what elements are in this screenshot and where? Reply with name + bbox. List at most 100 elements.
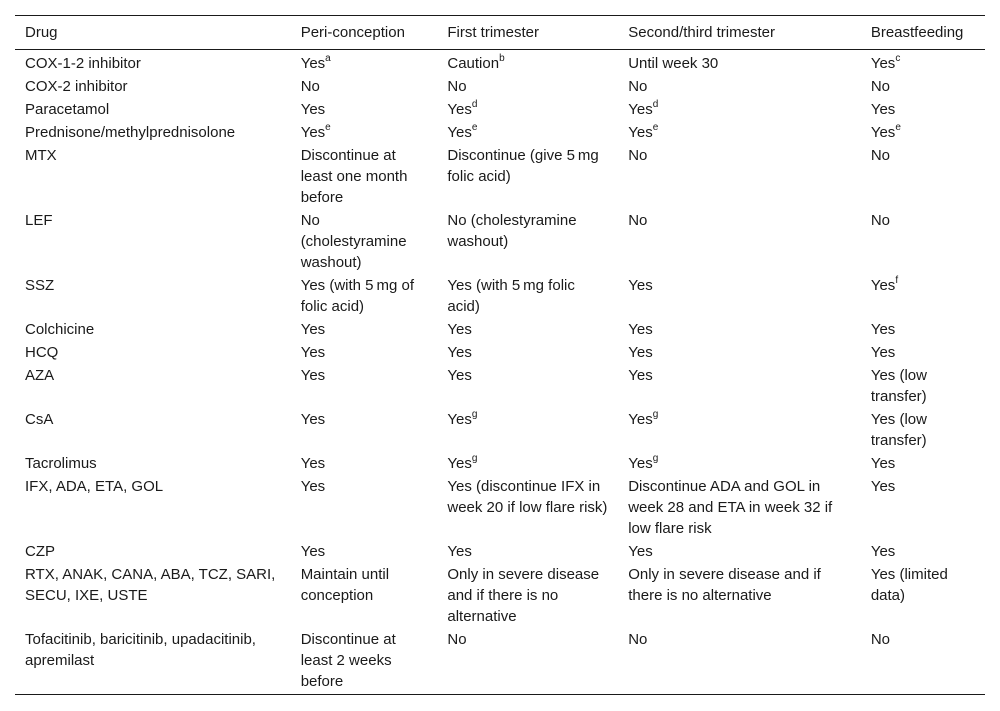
cell-text: MTX: [25, 147, 57, 164]
footnote-marker: a: [325, 53, 331, 64]
cell-text: Maintain until conception: [300, 566, 390, 604]
drug-cell: CsA: [15, 408, 291, 452]
breastfeeding-cell: No: [861, 75, 985, 98]
footnote-marker: e: [895, 122, 901, 133]
drug-cell: LEF: [15, 209, 291, 274]
cell-text: RTX, ANAK, CANA, ABA, TCZ, SARI, SECU, I…: [25, 566, 276, 604]
breastfeeding-cell: Yes (limited data): [861, 563, 985, 628]
drug-cell: Colchicine: [15, 318, 291, 341]
cell-text: No: [628, 631, 648, 648]
cell-text: IFX, ADA, ETA, GOL: [25, 478, 164, 495]
first-trimester-cell: Only in severe disease and if there is n…: [437, 563, 618, 628]
cell-text: Yes: [447, 344, 472, 361]
first-trimester-cell: Yesg: [437, 452, 618, 475]
footnote-marker: e: [652, 122, 659, 133]
cell-text: Yes: [628, 277, 653, 294]
cell-text: No: [447, 631, 467, 648]
peri-conception-cell: No (cholestyramine washout): [291, 209, 438, 274]
cell-text: No: [628, 212, 648, 229]
breastfeeding-cell: No: [861, 628, 985, 695]
second-third-trimester-cell: Until week 30: [618, 50, 861, 76]
cell-text: CZP: [25, 543, 55, 560]
cell-text: Caution: [447, 55, 500, 72]
breastfeeding-cell: Yesf: [861, 274, 985, 318]
second-third-trimester-cell: Yesg: [618, 452, 861, 475]
cell-text: No: [628, 78, 648, 95]
cell-text: Yes: [870, 344, 896, 361]
table-header: Drug Peri-conception First trimester Sec…: [15, 15, 985, 50]
cell-text: Yes: [447, 543, 472, 560]
peri-conception-cell: Yese: [291, 121, 438, 144]
second-third-trimester-cell: No: [618, 209, 861, 274]
peri-conception-cell: Maintain until conception: [291, 563, 438, 628]
cell-text: Yes: [447, 411, 472, 428]
cell-text: Only in severe disease and if there is n…: [628, 566, 821, 604]
drug-cell: MTX: [15, 144, 291, 209]
drug-cell: Prednisone/methylprednisolone: [15, 121, 291, 144]
cell-text: Yes (low transfer): [870, 367, 927, 405]
cell-text: Yes: [870, 478, 896, 495]
footnote-marker: g: [471, 453, 478, 464]
peri-conception-cell: Yes: [291, 318, 438, 341]
first-trimester-cell: Yes (with 5 mg folic acid): [437, 274, 618, 318]
drug-cell: Tofacitinib, baricitinib, upadacitinib, …: [15, 628, 291, 695]
cell-text: Yes: [447, 455, 472, 472]
peri-conception-cell: Discontinue at least one month before: [291, 144, 438, 209]
header-peri-conception: Peri-conception: [300, 24, 405, 41]
peri-conception-cell: Yes: [291, 364, 438, 408]
cell-text: Yes: [300, 478, 326, 495]
drug-cell: Tacrolimus: [15, 452, 291, 475]
cell-text: Tofacitinib, baricitinib, upadacitinib, …: [25, 631, 256, 669]
cell-text: CsA: [25, 411, 54, 428]
cell-text: Yes: [300, 101, 326, 118]
cell-text: Only in severe disease and if there is n…: [447, 566, 600, 625]
first-trimester-cell: No: [437, 628, 618, 695]
cell-text: Yes: [870, 455, 896, 472]
footnote-marker: g: [471, 409, 478, 420]
cell-text: Yes: [447, 321, 472, 338]
cell-text: COX-2 inhibitor: [25, 78, 128, 95]
table-row: MTX Discontinue at least one month before…: [15, 144, 985, 209]
cell-text: Yes: [300, 411, 326, 428]
breastfeeding-cell: Yes: [861, 98, 985, 121]
cell-text: No: [447, 78, 467, 95]
second-third-trimester-cell: Yese: [618, 121, 861, 144]
cell-text: Yes: [628, 344, 653, 361]
cell-text: No (cholestyramine washout): [447, 212, 577, 250]
first-trimester-cell: Cautionb: [437, 50, 618, 76]
cell-text: Yes: [628, 321, 653, 338]
first-trimester-cell: Yes: [437, 318, 618, 341]
cell-text: No (cholestyramine washout): [300, 212, 407, 271]
header-drug: Drug: [25, 24, 58, 41]
cell-text: Yes: [628, 411, 653, 428]
cell-text: Yes: [870, 321, 896, 338]
breastfeeding-cell: Yes: [861, 341, 985, 364]
second-third-trimester-cell: Yesg: [618, 408, 861, 452]
cell-text: Yes: [300, 344, 326, 361]
footnote-marker: e: [325, 122, 331, 133]
cell-text: Yes: [300, 55, 326, 72]
cell-text: Discontinue ADA and GOL in week 28 and E…: [628, 478, 833, 537]
drug-cell: SSZ: [15, 274, 291, 318]
drug-pregnancy-table: Drug Peri-conception First trimester Sec…: [15, 15, 985, 695]
cell-text: Tacrolimus: [25, 455, 97, 472]
first-trimester-cell: Discontinue (give 5 mg folic acid): [437, 144, 618, 209]
drug-cell: AZA: [15, 364, 291, 408]
second-third-trimester-cell: Yes: [618, 341, 861, 364]
table-row: HCQ Yes Yes Yes Yes: [15, 341, 985, 364]
breastfeeding-cell: Yes: [861, 475, 985, 540]
drug-cell: HCQ: [15, 341, 291, 364]
cell-text: Yes: [870, 124, 896, 141]
cell-text: Yes: [628, 124, 653, 141]
second-third-trimester-cell: No: [618, 628, 861, 695]
cell-text: Yes (with 5 mg of folic acid): [300, 277, 415, 315]
cell-text: No: [870, 147, 891, 164]
peri-conception-cell: Yes: [291, 341, 438, 364]
